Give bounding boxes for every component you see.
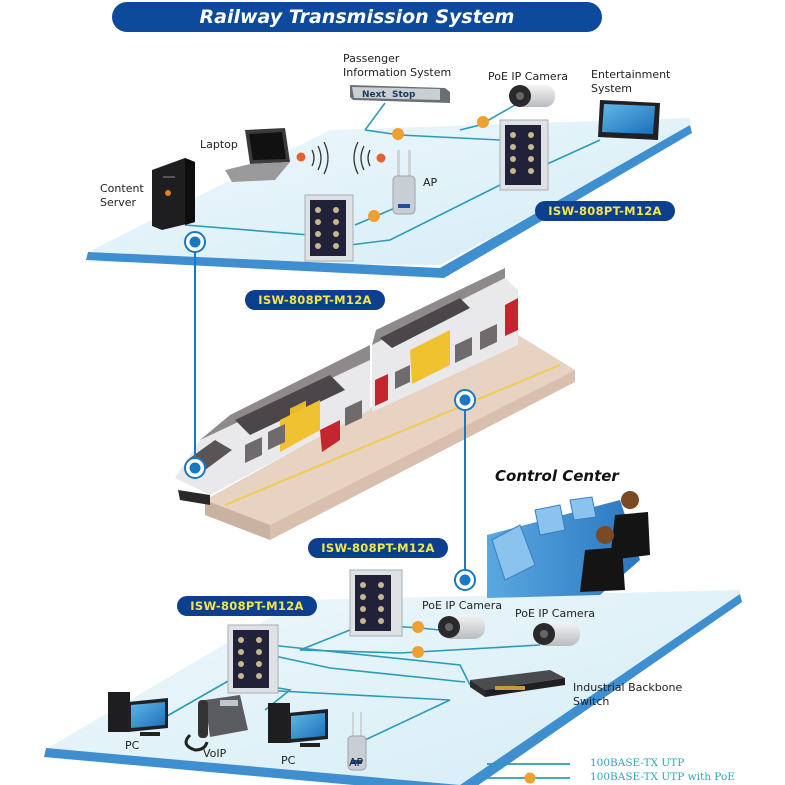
label-entertainment: Entertainment System <box>591 68 671 95</box>
label-laptop: Laptop <box>200 138 238 151</box>
wireless-n-badge <box>296 152 306 162</box>
legend-graphics <box>487 763 570 784</box>
ring-node-control <box>454 569 476 591</box>
voip-phone-icon <box>184 695 248 752</box>
train-door <box>320 420 340 452</box>
legend-poe-badge <box>524 772 536 784</box>
cable-entertainment <box>544 139 601 166</box>
legend-poe-label: 100BASE-TX UTP with PoE <box>590 771 735 783</box>
access-point-bottom-icon <box>347 712 367 771</box>
switch-label-upper: ISW-808PT-M12A <box>535 201 675 221</box>
cable-cam2-poe <box>299 629 541 654</box>
poe-badge <box>392 128 404 140</box>
backbone-switch-icon <box>470 670 565 697</box>
ring-links <box>194 242 466 580</box>
entertainment-screen-icon <box>598 100 660 140</box>
poe-badge <box>368 210 380 222</box>
label-backbone-switch: Industrial Backbone Switch <box>573 681 683 708</box>
poe-camera-1-icon <box>438 615 485 639</box>
ring-node-train <box>184 457 206 479</box>
label-poe-camera-top: PoE IP Camera <box>488 70 568 83</box>
cable-server-switch <box>184 224 311 236</box>
isw-switch-lower-left <box>227 624 279 694</box>
poe-badges <box>368 116 489 658</box>
passenger-info-display <box>350 85 450 103</box>
poe-camera-2-icon <box>533 622 580 646</box>
isw-switch-upper-left <box>304 194 354 262</box>
access-point-top-icon <box>392 150 416 215</box>
cable-pc1 <box>159 679 231 721</box>
isw-switch-lower-right <box>349 569 403 637</box>
station-platform <box>205 330 575 540</box>
label-ap-top: AP <box>423 176 438 189</box>
content-server-icon <box>152 158 195 230</box>
label-passenger-info: Passenger Information System <box>343 52 452 79</box>
lower-platform-edge <box>44 594 742 785</box>
poe-badge <box>412 621 424 633</box>
upper-cables <box>184 102 601 246</box>
cable-backbone-2 <box>269 654 466 683</box>
cable-ap-bottom <box>259 689 451 741</box>
poe-camera-top-icon <box>509 85 555 107</box>
pc-1-icon <box>108 692 168 736</box>
label-poe-camera-2: PoE IP Camera <box>515 607 595 620</box>
label-content-server: Content Server <box>100 182 144 209</box>
isw-switch-upper-right <box>499 119 549 191</box>
label-voip: VoIP <box>203 747 227 760</box>
operator-head <box>596 526 614 544</box>
train <box>175 268 518 505</box>
label-poe-camera-1: PoE IP Camera <box>422 599 502 612</box>
label-ap-bottom: AP <box>349 756 364 769</box>
cable-pis-drop <box>364 102 386 131</box>
switch-label-train: ISW-808PT-M12A <box>245 290 385 310</box>
cable-backbone-1 <box>269 644 471 686</box>
legend-utp-label: 100BASE-TX UTP <box>590 757 685 769</box>
operator-head <box>621 491 639 509</box>
diagram-title: Railway Transmission System <box>112 2 602 32</box>
cable-switch-switch <box>349 184 501 246</box>
control-center-illustration <box>487 491 650 598</box>
ring-node-server <box>184 231 206 253</box>
pis-display-text: Next Stop <box>362 90 416 100</box>
label-pc-2: PC <box>281 754 296 767</box>
control-center-title: Control Center <box>495 467 619 485</box>
pc-2-icon <box>268 703 328 747</box>
wireless-n-badge <box>376 153 386 163</box>
poe-badge <box>412 646 424 658</box>
ring-node-platform <box>454 389 476 411</box>
switch-label-lower-left: ISW-808PT-M12A <box>177 596 317 616</box>
poe-badge <box>477 116 489 128</box>
switch-label-lower-right: ISW-808PT-M12A <box>308 538 448 558</box>
label-pc-1: PC <box>125 739 140 752</box>
wireless-signal-icon <box>311 141 371 175</box>
laptop-icon <box>225 128 290 182</box>
